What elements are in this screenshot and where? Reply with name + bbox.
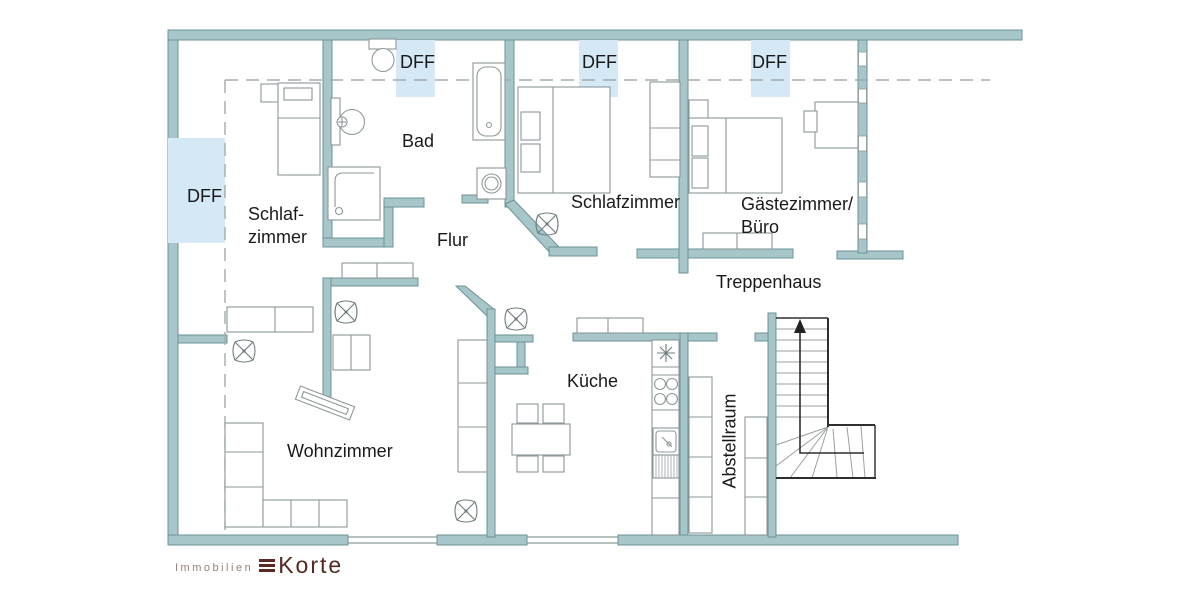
side-table-icon [332, 334, 371, 371]
brand-name: Korte [278, 552, 344, 578]
dining-table-icon [511, 403, 571, 473]
stairs-icon [775, 317, 876, 479]
room-label-schlafzimmer-left: Schlaf-zimmer [248, 204, 307, 247]
brand-prefix: Immobilien [175, 562, 254, 574]
dresser-icon [702, 232, 773, 250]
shower-icon [327, 166, 381, 221]
dff-label-gaestezimmer: DFF [752, 52, 787, 72]
room-label-flur: Flur [437, 230, 468, 250]
sink-icon [330, 97, 366, 146]
brand-bars-icon [259, 559, 276, 572]
dff-label-left: DFF [187, 186, 222, 206]
toilet-icon [368, 38, 397, 73]
bottom-windows [348, 536, 618, 544]
bathtub-icon [472, 62, 506, 141]
stairs-up-arrow [794, 319, 806, 333]
stove-icon [653, 377, 679, 406]
bed-icon [260, 82, 321, 176]
skylight-highlights [168, 40, 790, 243]
room-label-bad: Bad [402, 131, 435, 151]
dishwasher-icon [652, 454, 680, 479]
sideboard-icon [226, 306, 314, 333]
skylight-left [168, 138, 225, 243]
room-label-wohnzimmer: Wohnzimmer [287, 441, 393, 461]
room-label-abstellraum: Abstellraum [719, 393, 740, 489]
dff-label-schlafzimmer: DFF [582, 52, 617, 72]
sofa-top-icon [341, 262, 414, 279]
corner-sofa-icon [224, 422, 348, 528]
washing-machine-icon [476, 167, 507, 200]
room-label-gaestezimmer: Gästezimmer/Büro [741, 194, 854, 237]
wardrobe-icon [649, 81, 681, 178]
skylight-bad [396, 40, 435, 97]
desk-icon [803, 101, 859, 149]
room-label-schlafzimmer: Schlafzimmer [571, 192, 681, 212]
ceiling-light-icon [657, 344, 675, 362]
dff-label-bad: DFF [400, 52, 435, 72]
room-label-treppenhaus: Treppenhaus [716, 272, 822, 292]
skylight-gaestezimmer [751, 40, 790, 97]
walls [167, 29, 1023, 546]
kitchen-sink-icon [652, 427, 680, 456]
guest-bed-icon [688, 99, 783, 194]
brand-logo: Immobilien Korte [175, 552, 343, 579]
window-segments [858, 51, 867, 240]
roof-slope-dashed-lines [224, 79, 990, 530]
radiator-icon [294, 385, 356, 421]
shelf-wall-icon [457, 339, 488, 473]
storage-shelves-icon [688, 376, 768, 536]
room-label-kueche: Küche [567, 371, 619, 391]
double-bed-icon [517, 86, 611, 194]
